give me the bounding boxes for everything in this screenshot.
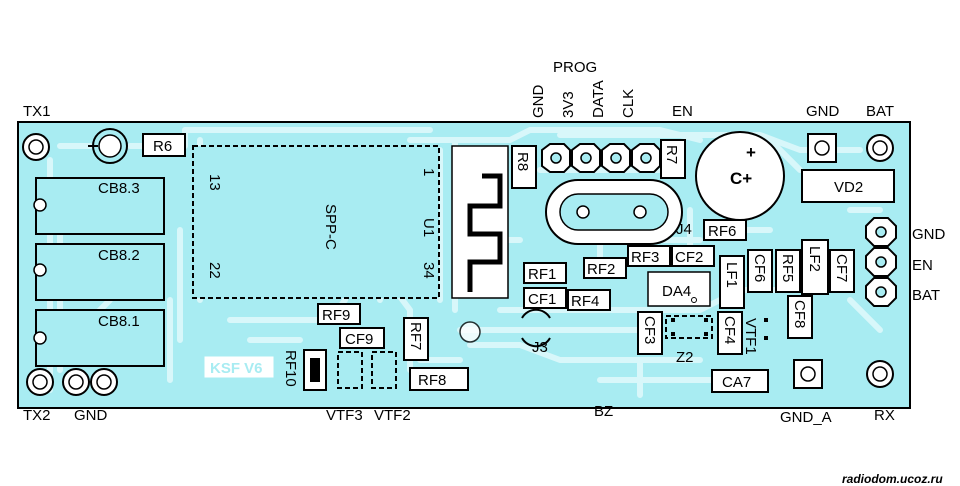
rf8-label: RF8 bbox=[418, 372, 446, 389]
label-gnd-a: GND_A bbox=[780, 409, 832, 426]
prog-pin-data: DATA bbox=[590, 80, 607, 118]
cf2-label: CF2 bbox=[675, 249, 703, 266]
cb8-blocks bbox=[35, 177, 165, 367]
pin13-label: 13 bbox=[206, 174, 223, 191]
lf2-outline bbox=[801, 239, 829, 295]
vd2-outline bbox=[801, 169, 895, 203]
cf9-outline bbox=[339, 327, 385, 349]
rf10-label: RF10 bbox=[282, 350, 299, 387]
pad-gnd-top bbox=[807, 133, 837, 163]
da4-chip bbox=[647, 271, 711, 307]
cf4-label: CF4 bbox=[721, 316, 738, 344]
u1-label: U1 bbox=[420, 218, 437, 237]
cf1-outline bbox=[523, 287, 567, 309]
label-gnd-bottom: GND bbox=[74, 407, 108, 424]
rf3-outline bbox=[627, 245, 671, 267]
prog-pin-3v3: 3V3 bbox=[560, 91, 577, 118]
j3-outline bbox=[521, 308, 551, 348]
spp-c-module bbox=[192, 145, 440, 299]
prog-pin-clk: CLK bbox=[620, 89, 637, 118]
cf9-label: CF9 bbox=[345, 331, 373, 348]
rf7b-outline bbox=[403, 317, 429, 361]
label-vtf3: VTF3 bbox=[326, 407, 363, 424]
ksf-label: KSF V6 bbox=[210, 360, 263, 377]
cf3-label: CF3 bbox=[641, 316, 658, 344]
rf5-label: RF5 bbox=[779, 254, 796, 282]
rf4-outline bbox=[567, 289, 611, 311]
r7-label: R7 bbox=[663, 145, 680, 164]
z2-component bbox=[665, 315, 713, 339]
vtf1-label: VTF1 bbox=[742, 318, 759, 355]
rf4-label: RF4 bbox=[571, 293, 599, 310]
label-vtf2: VTF2 bbox=[374, 407, 411, 424]
cf7-label: CF7 bbox=[833, 254, 850, 282]
da4-label: DA4 bbox=[662, 283, 691, 300]
rf6-label: RF6 bbox=[708, 223, 736, 240]
label-right-en: EN bbox=[912, 257, 933, 274]
rf1-label: RF1 bbox=[528, 266, 556, 283]
sppc-label: SPP-C bbox=[322, 204, 339, 250]
lf1-outline bbox=[719, 255, 745, 309]
j4-label: J4 bbox=[676, 221, 692, 238]
prog-title: PROG bbox=[553, 59, 598, 76]
label-right-bat: BAT bbox=[912, 287, 941, 304]
rf8-outline bbox=[409, 367, 469, 391]
ca7-outline bbox=[711, 369, 769, 393]
rf6-outline bbox=[703, 219, 747, 241]
cb83-label: CB8.3 bbox=[98, 180, 140, 197]
label-tx1: TX1 bbox=[23, 103, 51, 120]
antenna-icon bbox=[467, 173, 503, 292]
cb82-label: CB8.2 bbox=[98, 247, 140, 264]
rf7b-label: RF7 bbox=[407, 322, 424, 350]
rf3-label: RF3 bbox=[631, 249, 659, 266]
cf4-outline bbox=[717, 311, 743, 355]
z2-label: Z2 bbox=[676, 349, 694, 366]
r6-outline bbox=[142, 133, 186, 157]
antenna-area bbox=[451, 145, 509, 299]
lf1-label: LF1 bbox=[723, 262, 740, 288]
rf2-outline bbox=[583, 257, 627, 279]
rf5-outline bbox=[775, 249, 801, 293]
vd2-label: VD2 bbox=[834, 179, 863, 196]
cb81-label: CB8.1 bbox=[98, 313, 140, 330]
r7-outline bbox=[660, 139, 686, 179]
ksf-badge bbox=[203, 355, 275, 379]
label-tx2: TX2 bbox=[23, 407, 51, 424]
cf1-label: CF1 bbox=[528, 291, 556, 308]
cf6-label: CF6 bbox=[751, 254, 768, 282]
cf8-outline bbox=[787, 295, 813, 339]
label-right-gnd: GND bbox=[912, 226, 946, 243]
cf8-label: CF8 bbox=[791, 300, 808, 328]
pin34-label: 34 bbox=[420, 262, 437, 279]
label-en-top: EN bbox=[672, 103, 693, 120]
cf3-outline bbox=[637, 311, 663, 355]
cplus-label: C+ bbox=[730, 169, 752, 188]
pin1-label: 1 bbox=[420, 168, 437, 176]
label-rx: RX bbox=[874, 407, 895, 424]
prog-pin-gnd: GND bbox=[530, 85, 547, 119]
cf7-outline bbox=[829, 249, 855, 293]
rf9-label: RF9 bbox=[322, 307, 350, 324]
lf2-label: LF2 bbox=[806, 246, 823, 272]
cf2-outline bbox=[671, 245, 715, 267]
pin22-label: 22 bbox=[206, 262, 223, 279]
rf1-outline bbox=[523, 262, 567, 284]
rf9-outline bbox=[317, 303, 361, 325]
vtf-transistors bbox=[337, 351, 397, 389]
r6-label: R6 bbox=[153, 138, 172, 155]
j3-label: J3 bbox=[532, 339, 548, 356]
ca7-label: CA7 bbox=[722, 374, 751, 391]
rf2-label: RF2 bbox=[587, 261, 615, 278]
bz-pad bbox=[459, 321, 481, 343]
plus-sign: + bbox=[746, 143, 756, 162]
r8-label: R8 bbox=[514, 152, 531, 171]
watermark: radiodom.ucoz.ru bbox=[842, 472, 943, 486]
cf6-outline bbox=[747, 249, 773, 293]
label-bat-top: BAT bbox=[866, 103, 895, 120]
label-bz: BZ bbox=[594, 403, 614, 420]
label-gnd-top: GND bbox=[806, 103, 840, 120]
r8-outline bbox=[511, 145, 537, 189]
